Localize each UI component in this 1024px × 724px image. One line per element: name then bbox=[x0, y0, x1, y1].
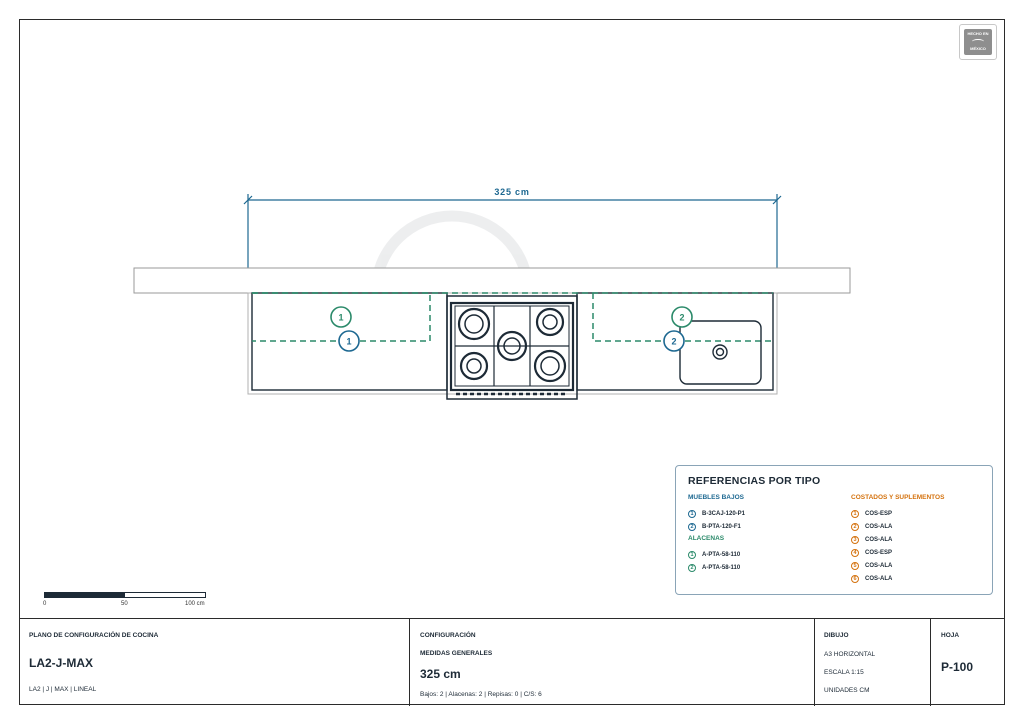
references-title: REFERENCIAS POR TIPO bbox=[688, 475, 821, 487]
scale-bar bbox=[44, 592, 206, 598]
counts-text: Bajos: 2 | Alacenas: 2 | Repisas: 0 | C/… bbox=[420, 691, 542, 698]
wall bbox=[133, 267, 851, 294]
made-in-mexico-badge: HECHO EN MÉXICO bbox=[959, 24, 997, 60]
stove bbox=[446, 295, 578, 400]
list-item: 6 COS-ALA bbox=[851, 572, 944, 585]
drawing-frame bbox=[19, 19, 1005, 705]
marker-wall-cabinet-2: 2 bbox=[671, 306, 693, 328]
scale-bar-fill bbox=[45, 593, 125, 597]
list-item: 1 A-PTA-58-110 bbox=[688, 548, 745, 561]
svg-text:1: 1 bbox=[346, 337, 351, 347]
plan-label: PLANO DE CONFIGURACIÓN DE COCINA bbox=[29, 632, 159, 639]
marker-base-cabinet-1: 1 bbox=[338, 330, 360, 352]
dimension-label: 325 cm bbox=[494, 187, 529, 197]
badge-wave-icon bbox=[972, 39, 984, 44]
references-panel: REFERENCIAS POR TIPO MUEBLES BAJOS 1 B-3… bbox=[675, 465, 993, 595]
svg-text:2: 2 bbox=[679, 313, 684, 323]
format-text: A3 HORIZONTAL bbox=[824, 651, 876, 658]
svg-text:1: 1 bbox=[338, 313, 343, 323]
list-item: 2 A-PTA-58-110 bbox=[688, 561, 745, 574]
references-col-left: MUEBLES BAJOS 1 B-3CAJ-120-P1 2 B-PTA-12… bbox=[688, 494, 745, 574]
badge-inner: HECHO EN MÉXICO bbox=[964, 29, 992, 55]
list-item: 1 COS-ESP bbox=[851, 507, 944, 520]
list-item: 5 COS-ALA bbox=[851, 559, 944, 572]
hoja-value: P-100 bbox=[941, 660, 974, 674]
config-label: CONFIGURACIÓN bbox=[420, 632, 476, 639]
list-item: 4 COS-ESP bbox=[851, 546, 944, 559]
badge-line2: MÉXICO bbox=[970, 46, 986, 51]
scale-label-50: 50 bbox=[121, 601, 128, 607]
costados-heading: COSTADOS Y SUPLEMENTOS bbox=[851, 494, 945, 501]
tb-plan-cell: PLANO DE CONFIGURACIÓN DE COCINA LA2-J-M… bbox=[19, 619, 409, 706]
model-title: LA2-J-MAX bbox=[29, 656, 94, 670]
badge-line1: HECHO EN bbox=[967, 31, 989, 36]
escala-text: ESCALA 1:15 bbox=[824, 669, 864, 676]
model-subtitle: LA2 | J | MAX | LINEAL bbox=[29, 686, 97, 693]
scale-label-0: 0 bbox=[43, 601, 47, 607]
hoja-label: HOJA bbox=[941, 632, 960, 639]
list-item: 2 COS-ALA bbox=[851, 520, 944, 533]
list-item: 2 B-PTA-120-F1 bbox=[688, 520, 745, 533]
sink bbox=[679, 320, 762, 385]
tb-config-cell: CONFIGURACIÓN MEDIDAS GENERALES 325 cm B… bbox=[409, 619, 814, 706]
marker-wall-cabinet-1: 1 bbox=[330, 306, 352, 328]
dibujo-label: DIBUJO bbox=[824, 632, 849, 639]
references-col-right: COSTADOS Y SUPLEMENTOS 1 COS-ESP 2 COS-A… bbox=[851, 494, 944, 585]
list-item: 1 B-3CAJ-120-P1 bbox=[688, 507, 745, 520]
tb-hoja-cell: HOJA P-100 bbox=[930, 619, 1005, 706]
muebles-bajos-heading: MUEBLES BAJOS bbox=[688, 494, 744, 501]
list-item: 3 COS-ALA bbox=[851, 533, 944, 546]
tb-dibujo-cell: DIBUJO A3 HORIZONTAL ESCALA 1:15 UNIDADE… bbox=[814, 619, 930, 706]
unidades-text: UNIDADES CM bbox=[824, 687, 870, 694]
alacenas-heading: ALACENAS bbox=[688, 535, 725, 542]
marker-base-cabinet-2: 2 bbox=[663, 330, 685, 352]
title-block: PLANO DE CONFIGURACIÓN DE COCINA LA2-J-M… bbox=[19, 618, 1005, 706]
svg-text:2: 2 bbox=[671, 337, 676, 347]
measure-value: 325 cm bbox=[420, 667, 461, 681]
scale-label-100: 100 cm bbox=[185, 601, 205, 607]
wall-cabinet-right bbox=[592, 293, 773, 342]
measures-label: MEDIDAS GENERALES bbox=[420, 650, 493, 657]
